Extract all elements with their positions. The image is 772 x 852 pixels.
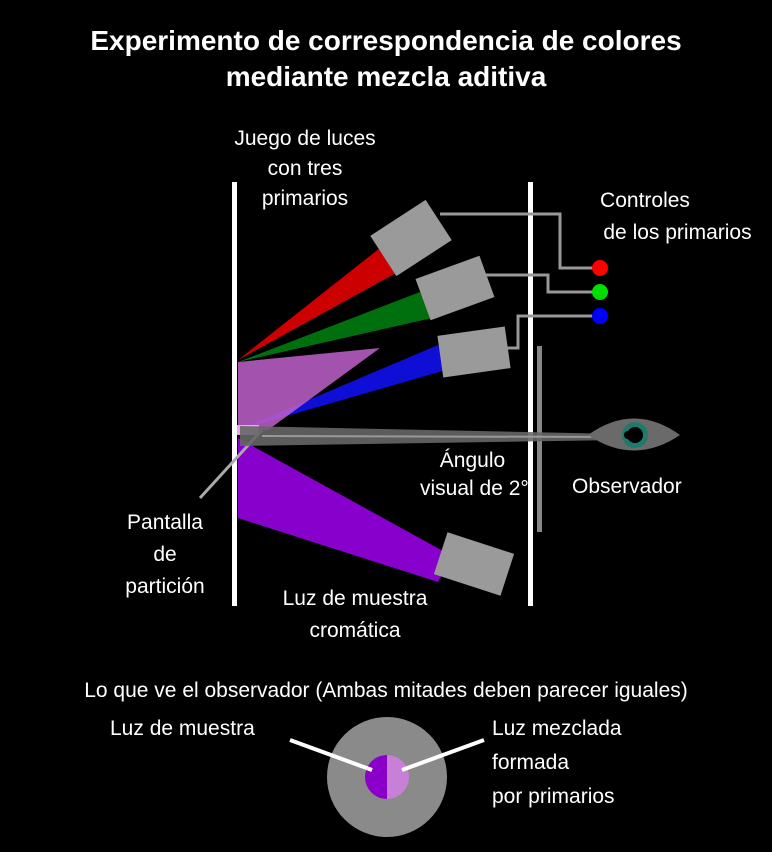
observer-view-caption: Lo que ve el observador (Ambas mitades d… — [84, 679, 688, 702]
lamps-label-3: primarios — [261, 187, 349, 210]
visual-angle-label-1: Ángulo — [439, 449, 506, 472]
mixed-half-label-1: Luz mezclada — [492, 717, 622, 740]
visual-angle-line — [261, 435, 621, 438]
red-lamp — [370, 199, 452, 277]
mixed-half-label-3: por primarios — [492, 785, 615, 808]
blue-control — [592, 308, 608, 324]
observer-label: Observador — [572, 475, 682, 498]
partition-screen — [232, 182, 237, 606]
sample-lamp — [433, 532, 515, 596]
lamps-label-2: con tres — [267, 157, 343, 180]
mixed-half-label-2: formada — [492, 751, 570, 774]
screen-label-3: partición — [125, 575, 205, 598]
title-line-2: mediante mezcla aditiva — [225, 61, 547, 92]
controls-label-2: de los primarios — [603, 221, 752, 244]
title-line-1: Experimento de correspondencia de colore… — [90, 25, 682, 56]
green-lamp — [415, 255, 495, 321]
sample-beam — [238, 438, 452, 582]
sample-half-label: Luz de muestra — [110, 717, 255, 740]
green-beam — [238, 292, 432, 362]
right-wall — [528, 182, 533, 606]
mixed-pointer — [401, 738, 485, 772]
sample-light-label-2: cromática — [309, 619, 401, 642]
mixed-half-field — [387, 755, 409, 799]
red-wire — [440, 212, 596, 270]
green-wire — [486, 273, 596, 294]
mixed-field — [238, 348, 380, 430]
screen-label-2: de — [153, 543, 177, 566]
visual-angle-label-2: visual de 2° — [420, 477, 529, 500]
sample-pointer — [289, 738, 373, 772]
eye-icon — [588, 418, 680, 451]
sample-light-label-1: Luz de muestra — [282, 587, 428, 610]
red-beam — [238, 248, 398, 360]
red-control — [592, 260, 608, 276]
sample-half-field — [365, 755, 387, 799]
screen-label-1: Pantalla — [127, 511, 203, 534]
blue-wire — [506, 314, 596, 350]
green-control — [592, 284, 608, 300]
controls-label-1: Controles — [600, 189, 690, 212]
blue-lamp — [437, 326, 511, 378]
lamps-label-1: Juego de luces — [234, 127, 376, 150]
